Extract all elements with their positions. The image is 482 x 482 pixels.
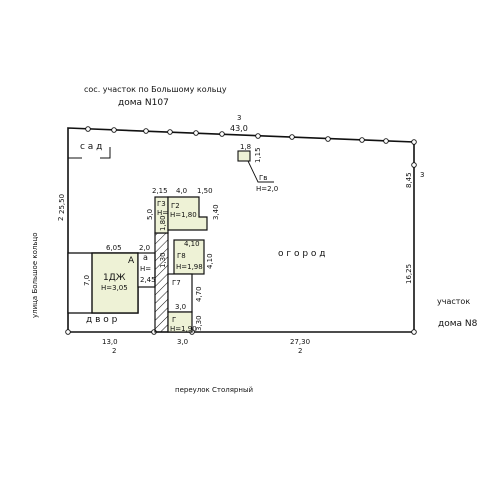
street-south-caption: переулок Столярный	[175, 386, 253, 394]
shed-g-height: H=1,90	[170, 325, 197, 333]
g-dim-side: 3,30	[195, 315, 203, 331]
neighbor-north-caption: соc. участок по Большому кольцу	[84, 85, 227, 94]
house-letter: А	[128, 256, 135, 266]
west-boundary-mark: 2	[57, 217, 65, 221]
g2-dim-left: 5,0	[146, 209, 154, 220]
zone-garden-label: с а д	[80, 142, 102, 152]
neighbor-north-number: дома N107	[118, 98, 169, 108]
shed-gv-label: Гв	[259, 174, 267, 182]
annex-width: 2,0	[139, 244, 150, 252]
gv-leader-line	[247, 160, 274, 183]
east-upper-length: 8,45	[405, 172, 413, 188]
annex-letter: а	[143, 253, 148, 262]
house-depth: 7,0	[83, 275, 91, 286]
passage-width: 1,30	[159, 252, 167, 268]
west-boundary-length: 25,50	[58, 194, 66, 214]
gv-dim-side: 1,15	[254, 147, 262, 163]
shed-g-label: Г	[172, 316, 176, 324]
garden-fence	[68, 147, 111, 159]
shed-g7-label: Г7	[172, 279, 181, 287]
shed-g8-label: Г8	[177, 252, 186, 260]
south-mid-length: 3,0	[177, 338, 188, 346]
house-living-block	[91, 252, 139, 314]
annex-depth: 2,45	[140, 276, 156, 284]
hatched-passage	[154, 232, 169, 333]
g2-dim-c: 1,50	[197, 187, 213, 195]
south-right-length: 27,30	[290, 338, 310, 346]
shed-g3-height-value: 1,80	[159, 215, 167, 231]
shed-g2-height: H=1,80	[170, 211, 197, 219]
street-west-caption: улица Большое кольцо	[31, 232, 39, 318]
shed-g3-height: H=	[157, 209, 168, 217]
g2-dim-b: 4,0	[176, 187, 187, 195]
gv-dim-top: 1,8	[240, 143, 251, 151]
south-left-mark: 2	[112, 347, 116, 355]
shed-g7	[167, 273, 193, 313]
g2-dim-d: 3,40	[212, 204, 220, 220]
shed-g	[167, 311, 193, 333]
shed-g2-label: Г2	[171, 202, 180, 210]
south-right-mark: 2	[298, 347, 302, 355]
neighbor-east-number: дома N8	[438, 319, 478, 329]
annex-height: H=	[140, 265, 151, 273]
g8-dim-top: 4,10	[184, 240, 200, 248]
north-boundary-mark: 3	[237, 114, 241, 122]
g8-dim-side: 4,10	[206, 253, 214, 269]
shed-gv-height: H=2,0	[256, 185, 278, 193]
g-dim-top: 3,0	[175, 303, 186, 311]
south-left-length: 13,0	[102, 338, 118, 346]
shed-g8-height: H=1,98	[176, 263, 203, 271]
house-height: H=3,05	[101, 284, 128, 292]
house-width: 6,05	[106, 244, 122, 252]
east-upper-mark: 3	[420, 171, 424, 179]
shed-gv	[237, 150, 251, 162]
shed-g2	[167, 196, 208, 231]
zone-yard-label: д в о р	[86, 315, 118, 325]
g7-dim: 4,70	[195, 286, 203, 302]
shed-g3-label: Г3	[157, 200, 166, 208]
house-label: 1ДЖ	[103, 273, 126, 283]
shed-g8	[173, 239, 205, 275]
east-lower-length: 16,25	[405, 264, 413, 284]
north-boundary-length: 43,0	[230, 124, 248, 133]
neighbor-east-caption: участок	[437, 297, 470, 306]
g2-dim-a: 2,15	[152, 187, 168, 195]
zone-vegetable-garden-label: о г о р о д	[278, 249, 326, 259]
